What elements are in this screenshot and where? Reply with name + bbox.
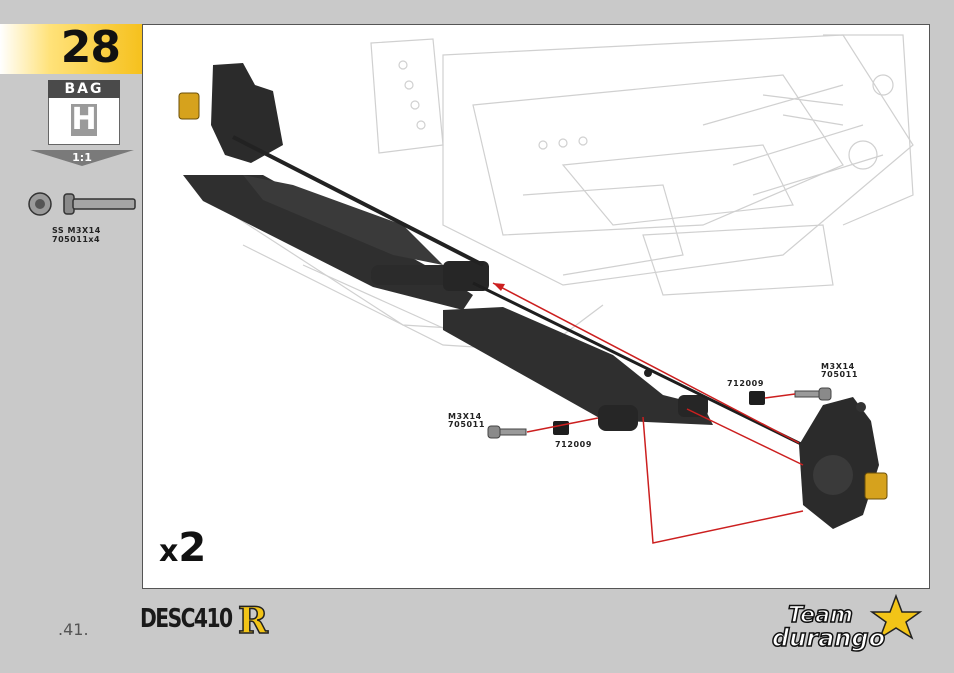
screw-side-icon (63, 193, 136, 215)
bag-label: BAG (48, 80, 120, 98)
svg-text:durango: durango (772, 624, 885, 652)
drive-shaft (472, 281, 804, 447)
screw-left-icon (487, 425, 527, 439)
screw-head-icon (28, 192, 52, 216)
star-icon (869, 593, 923, 640)
screw-right-icon (794, 387, 832, 401)
hardware-icons (26, 190, 138, 224)
assembly-illustration: M3X14 705011 712009 712009 M3X14 705011 … (142, 24, 930, 589)
bag-letter: H (71, 102, 97, 137)
bag-indicator: BAG H (48, 80, 120, 145)
mounted-hub-and-arm (178, 63, 489, 310)
callout-nut-left: 712009 (555, 440, 592, 449)
desc410r-logo: DESC410 R (140, 599, 269, 643)
chassis-outline (232, 34, 914, 356)
lower-wishbone-arm (443, 307, 713, 431)
step-number-badge: 28 (0, 22, 142, 74)
right-hub (799, 397, 888, 529)
arrow-head-icon (493, 283, 505, 291)
assembly-drawing (178, 34, 914, 544)
nut-right-icon (749, 391, 765, 405)
scale-label: 1:1 (72, 151, 92, 164)
page-number: .41. (58, 620, 89, 639)
quantity-multiplier: x2 (159, 525, 207, 571)
callout-nut-right: 712009 (727, 379, 764, 388)
assembly-guide-lines (492, 282, 804, 544)
hardware-code: 705011x4 (52, 235, 101, 244)
hardware-name: SS M3X14 (52, 226, 101, 235)
scale-arrow-icon (30, 150, 134, 166)
step-number: 28 (60, 22, 121, 73)
callout-screw-right: M3X14 705011 (821, 362, 858, 379)
scale-indicator: 1:1 (30, 150, 134, 170)
bag-icon: H (48, 98, 120, 145)
callout-screw-left: M3X14 705011 (448, 412, 485, 429)
hardware-label: SS M3X14 705011x4 (52, 226, 101, 244)
team-durango-logo: Team durango (768, 593, 928, 653)
svg-text:Team: Team (788, 603, 853, 628)
nut-left-icon (553, 421, 569, 435)
